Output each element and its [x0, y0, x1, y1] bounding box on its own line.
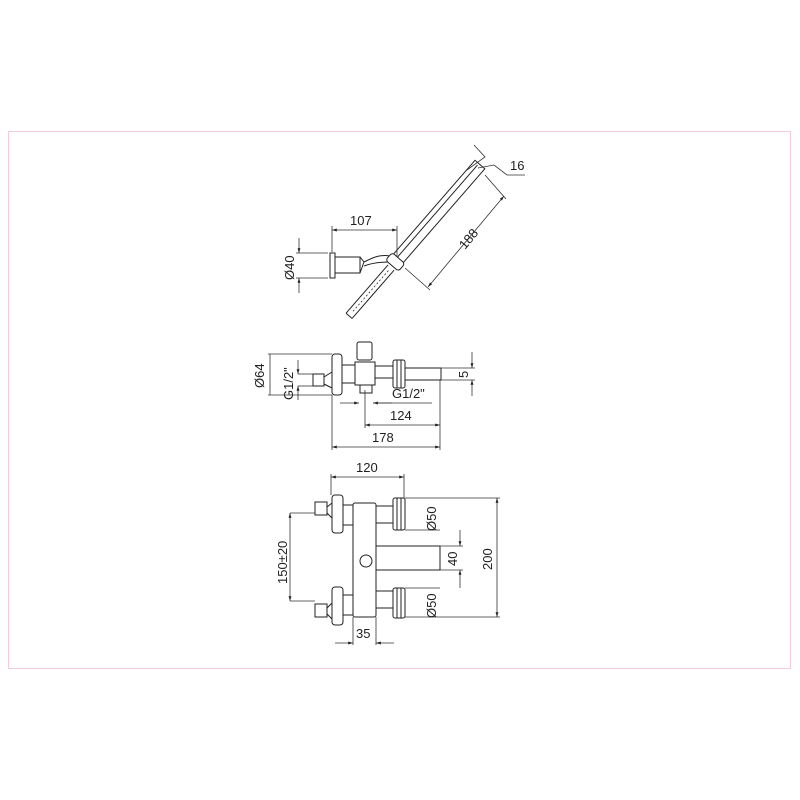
dim-diameter-50-bottom: Ø50: [424, 593, 439, 618]
inlet-thread-label: G1/2": [281, 367, 296, 400]
dim-120: 120: [356, 460, 378, 475]
dim-diameter-64: Ø64: [252, 363, 267, 388]
dim-150-pm-20: 150±20: [275, 541, 290, 584]
dim-5: 5: [456, 371, 471, 378]
dim-16: 16: [510, 158, 524, 173]
drawing-border: [8, 131, 791, 669]
dim-diameter-50-top: Ø50: [424, 506, 439, 531]
dim-124: 124: [390, 408, 412, 423]
upper-handle: [314, 494, 406, 534]
hand-shower-view: 107 Ø40 188 16: [282, 144, 525, 319]
dim-35: 35: [356, 626, 370, 641]
mixer-front-view: 120 150±20 Ø50 Ø50 40 200 35: [275, 460, 500, 645]
outlet-thread-label: G1/2": [392, 386, 425, 401]
dim-188: 188: [456, 226, 481, 252]
dim-diameter-40: Ø40: [282, 255, 297, 280]
dim-200: 200: [480, 548, 495, 570]
dim-107: 107: [350, 213, 372, 228]
dim-40: 40: [445, 552, 460, 566]
dim-178: 178: [372, 430, 394, 445]
lower-handle: [314, 586, 406, 626]
mixer-side-view: Ø64 G1/2" G1/2" 5 124 178: [252, 341, 475, 450]
